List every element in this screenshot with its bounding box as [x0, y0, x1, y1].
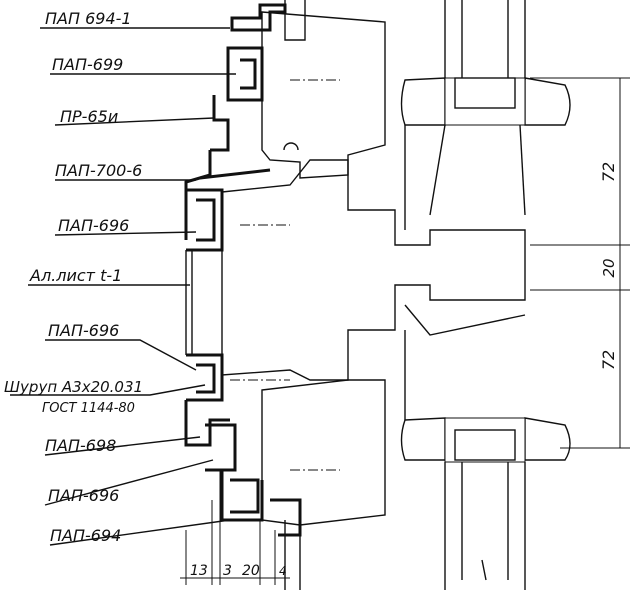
part-labels: ПАП 694-1 ПАП-699 ПР-65и ПАП-700-6 ПАП-6… — [4, 9, 143, 545]
dim-20-mid: 20 — [600, 258, 618, 277]
dim-72-top: 72 — [599, 162, 618, 182]
dim-13: 13 — [190, 563, 208, 579]
label-pap-696-mid: ПАП-696 — [48, 321, 119, 340]
label-pap-696-bot: ПАП-696 — [48, 486, 119, 505]
label-al-list: Ал.лист t-1 — [29, 266, 122, 285]
frame-sections — [221, 11, 526, 526]
dim-72-bot: 72 — [599, 350, 618, 370]
glazing-section — [400, 0, 571, 590]
label-gost: ГОСТ 1144-80 — [42, 401, 135, 416]
label-pap-698: ПАП-698 — [45, 436, 116, 455]
label-pap-696-top: ПАП-696 — [58, 216, 129, 235]
dim-20-bottom: 20 — [242, 563, 260, 579]
label-pap-694: ПАП-694 — [50, 526, 121, 545]
leader-lines — [10, 27, 236, 546]
dimension-lines-right: 72 20 72 — [530, 77, 630, 449]
aluminium-profile-assembly — [184, 0, 306, 590]
label-shurup: Шуруп А3х20.031 — [4, 378, 143, 396]
label-pap-694-1: ПАП 694-1 — [45, 9, 132, 28]
label-pap-699: ПАП-699 — [52, 55, 123, 74]
center-lines — [230, 79, 340, 471]
label-pr-65u: ПР-65и — [60, 107, 118, 126]
dim-4: 4 — [279, 564, 287, 578]
dimension-lines-bottom: 13 3 20 4 — [180, 470, 290, 585]
dim-3: 3 — [223, 563, 232, 579]
label-pap-700-6: ПАП-700-6 — [55, 161, 142, 180]
